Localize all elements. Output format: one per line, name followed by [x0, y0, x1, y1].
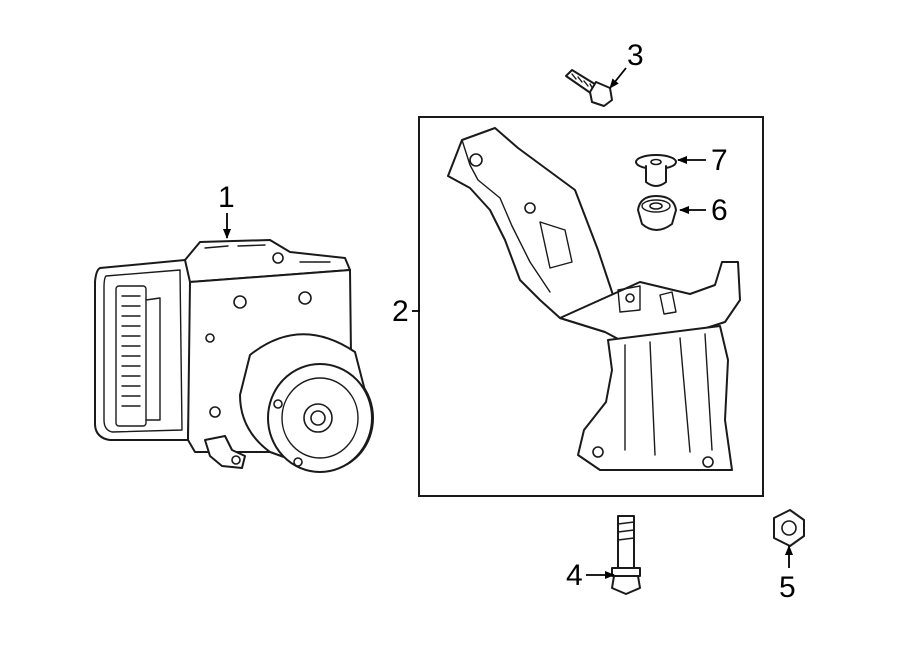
- callout-5: 5: [779, 571, 796, 604]
- callout-7: 7: [711, 144, 728, 177]
- callout-labels: 1 2 3 4 5 6 7: [218, 39, 796, 604]
- bolt-3: [565, 69, 613, 107]
- callout-6: 6: [711, 194, 728, 227]
- leader-lines: [223, 67, 793, 579]
- sleeve-7: [635, 154, 677, 187]
- callout-2: 2: [392, 295, 409, 328]
- grommet-6: [637, 195, 677, 231]
- nut-5: [773, 509, 805, 547]
- bracket-frame: [418, 116, 764, 497]
- abs-modulator-assembly: [94, 239, 374, 473]
- bolt-4: [611, 515, 641, 595]
- mounting-bracket: [447, 127, 741, 471]
- callout-4: 4: [566, 559, 583, 592]
- callout-1: 1: [218, 181, 235, 214]
- callout-3: 3: [627, 39, 644, 72]
